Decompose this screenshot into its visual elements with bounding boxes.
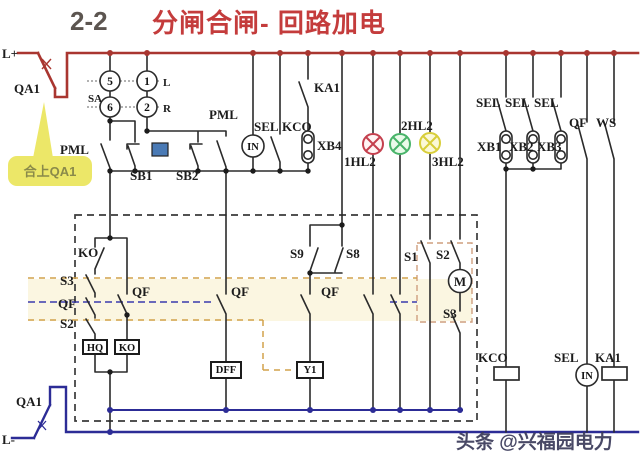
s9-label: S9	[290, 246, 304, 261]
wires	[85, 52, 615, 433]
wire-net-box	[85, 214, 344, 433]
in-meter-top-label: IN	[247, 142, 259, 153]
hq-box-label: HQ	[87, 343, 103, 354]
qf-branch-label: QF	[132, 284, 150, 299]
s8-label: S8	[346, 246, 360, 261]
y1-box	[296, 361, 324, 379]
negative-bus	[10, 385, 640, 440]
s3-right-label: S3	[443, 306, 457, 321]
hl3-label: 3HL2	[432, 154, 464, 169]
xb1-label: XB1	[477, 139, 502, 154]
sb2-label: SB2	[176, 168, 198, 183]
motor-symbol: M	[447, 268, 473, 294]
qf-left-label: QF	[58, 296, 76, 311]
xb3-label: XB3	[537, 139, 562, 154]
callout-bubble	[8, 156, 92, 186]
in-meter-top: IN	[241, 134, 265, 158]
in-meter-bottom-label: IN	[581, 371, 593, 382]
wire-net-lamps	[341, 52, 461, 411]
callout-tail	[33, 102, 53, 158]
bus-positive-label: L+	[2, 46, 18, 61]
s2-right-label: S2	[436, 247, 450, 262]
hl1-label: 1HL2	[344, 154, 376, 169]
pml-left-label: PML	[60, 142, 89, 157]
ka1-bottom-label: KA1	[595, 350, 621, 365]
title-number: 2-2	[70, 6, 108, 36]
lamp-1hl2	[362, 133, 384, 155]
qa1-bottom-closed-mark	[37, 420, 47, 431]
sa-contact-6: 6	[107, 102, 113, 114]
function-boxes: HQ KO DFF Y1	[82, 339, 324, 379]
callout-text: 合上QA1	[24, 164, 77, 179]
sa-contact-1-circle	[136, 70, 158, 92]
qf-mid1-label: QF	[231, 284, 249, 299]
s2-left-label: S2	[60, 316, 74, 331]
page-title: 分闸合闸- 回路加电	[152, 8, 386, 38]
in-meter-bottom: IN	[575, 363, 599, 387]
pml-mid-label: PML	[209, 107, 238, 122]
sel-a-label: SEL	[476, 95, 501, 110]
watermark: 头条 @兴福园电力	[456, 430, 613, 453]
sa-label: SA	[88, 93, 102, 105]
lamp-2hl2	[389, 133, 411, 155]
ka1-top-label: KA1	[314, 80, 340, 95]
sa-contact-2-circle	[136, 96, 158, 118]
sel-bottom-label: SEL	[554, 350, 579, 365]
s3-left-label: S3	[60, 273, 74, 288]
qf-top-label: QF	[569, 115, 587, 130]
xb4-label: XB4	[317, 138, 342, 153]
blue-component-block	[151, 142, 169, 157]
qa1-bottom-label: QA1	[16, 394, 42, 409]
relay-logic-dashed-box	[74, 214, 478, 422]
motor-label: M	[454, 274, 466, 289]
qa1-top-closed-mark	[41, 58, 52, 70]
hq-coil-box	[82, 339, 108, 355]
xb-link-symbols	[301, 130, 568, 164]
wire-net-left	[100, 52, 309, 239]
qf-mid2-label: QF	[321, 284, 339, 299]
ko-coil-box	[114, 339, 140, 355]
callout-close-qa1: 合上QA1	[8, 102, 92, 186]
xb2-label: XB2	[509, 139, 534, 154]
sa-left-label: L	[163, 77, 170, 89]
junction-dots	[107, 50, 617, 435]
qa1-top-label: QA1	[14, 81, 40, 96]
ko-box-label: KO	[119, 343, 135, 354]
component-labels: L+ L- QA1 QA1 SA L R PML SB1 SB2 PML SEL…	[2, 46, 621, 447]
sel-b-label: SEL	[505, 95, 530, 110]
sa-contact-2: 2	[144, 102, 150, 114]
highlight-band	[28, 279, 472, 321]
ko-switch-label: KO	[78, 245, 98, 260]
y1-box-label: Y1	[304, 365, 317, 376]
kco-bottom-label: KCO	[478, 350, 508, 365]
sa-contact-6-circle	[99, 96, 121, 118]
wire-net-right	[496, 52, 615, 433]
bus-negative-label: L-	[2, 432, 15, 447]
s1-label: S1	[404, 249, 418, 264]
sb1-label: SB1	[130, 168, 152, 183]
dff-box-label: DFF	[216, 365, 236, 376]
sa-right-label: R	[163, 103, 172, 115]
positive-bus	[16, 51, 640, 99]
sel-c-label: SEL	[534, 95, 559, 110]
sa-contact-5-circle	[99, 70, 121, 92]
lamp-3hl2	[419, 132, 441, 154]
ws-label: WS	[596, 115, 616, 130]
sa-selector: 5 6 1 2	[99, 70, 158, 118]
hl2-label: 2HL2	[401, 118, 433, 133]
sa-linkage-dotted	[87, 80, 161, 108]
kco-top-label: KCO	[282, 119, 312, 134]
sa-contact-1: 1	[144, 76, 150, 88]
sa-contact-5: 5	[107, 76, 113, 88]
dff-box	[210, 361, 242, 379]
sel-top-label: SEL	[254, 119, 279, 134]
ka1-coil	[601, 366, 628, 381]
kco-coil	[493, 366, 520, 381]
